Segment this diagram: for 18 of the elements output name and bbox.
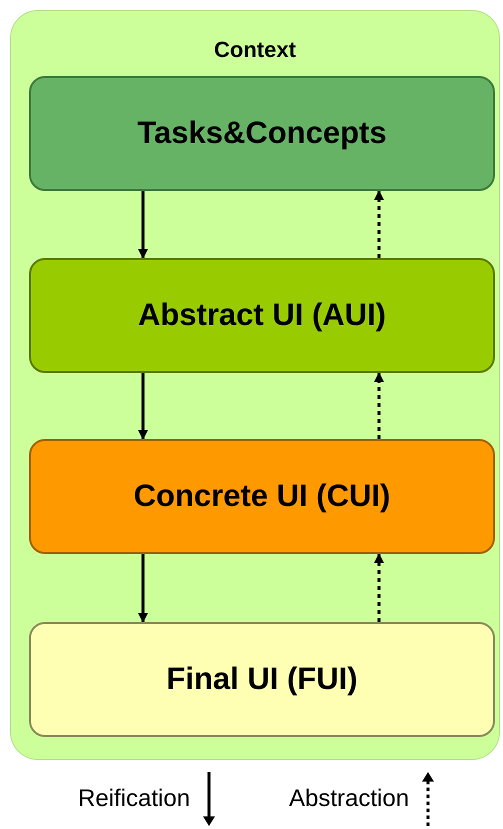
layer-box bbox=[29, 439, 495, 554]
layer-box bbox=[29, 258, 495, 373]
legend-label: Abstraction bbox=[289, 784, 410, 814]
arrow bbox=[138, 373, 148, 440]
layer-label: Concrete UI (CUI) bbox=[134, 477, 390, 516]
layer-box bbox=[29, 622, 495, 737]
panel-title: Context bbox=[214, 36, 296, 64]
layer-label: Tasks&Concepts bbox=[137, 114, 387, 152]
arrow bbox=[374, 553, 384, 622]
layer-label: Abstract UI (AUI) bbox=[138, 296, 386, 334]
arrow bbox=[374, 190, 384, 258]
layer-box bbox=[29, 76, 495, 191]
context-panel bbox=[10, 10, 500, 760]
arrow bbox=[374, 372, 384, 439]
arrow bbox=[138, 554, 148, 623]
legend-label: Reification bbox=[78, 784, 190, 814]
arrow bbox=[138, 191, 148, 259]
layer-label: Final UI (FUI) bbox=[166, 660, 358, 698]
